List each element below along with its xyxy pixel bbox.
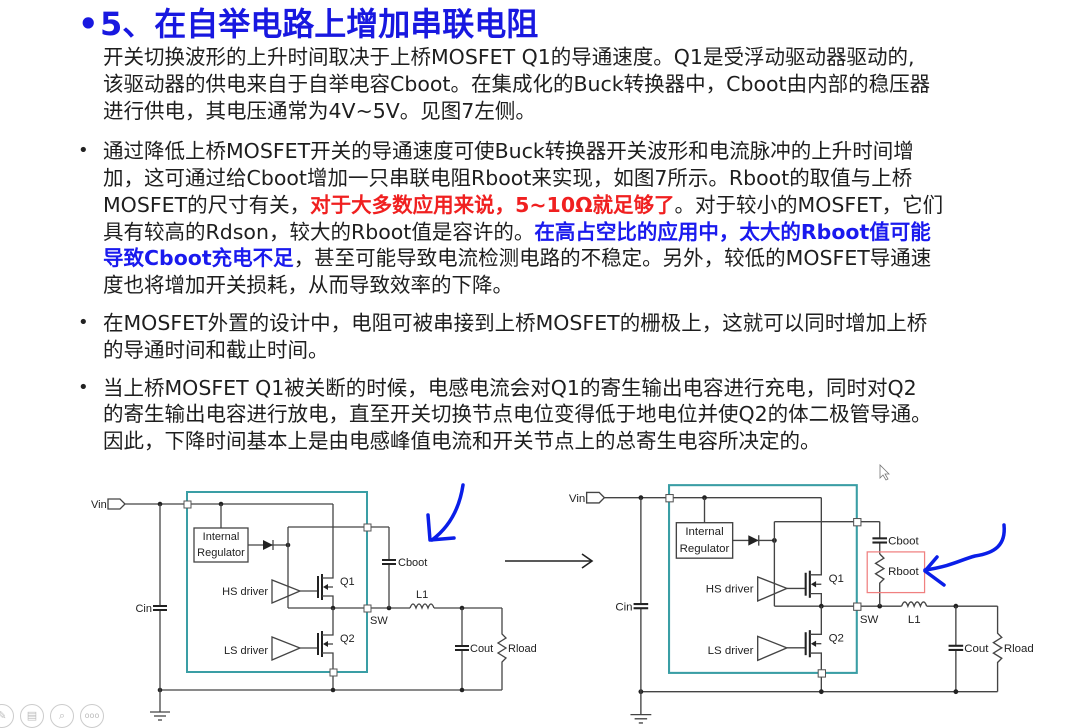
cin-label: Cin <box>135 603 152 615</box>
zoom-icon[interactable]: ⌕ <box>50 704 74 728</box>
slides-icon[interactable]: ▤ <box>20 704 44 728</box>
intro-line: 进行供电，其电压通常为4V~5V。见图7左侧。 <box>103 99 536 123</box>
bullet-line: MOSFET的尺寸有关，对于大多数应用来说，5~10Ω就足够了。对于较小的MOS… <box>103 192 943 218</box>
blue-highlight: 导致Cboot充电不足 <box>103 246 294 270</box>
bullet-line: 的导通时间和截止时间。 <box>103 338 329 362</box>
rload-label: Rload <box>508 643 537 655</box>
intro-line: 开关切换波形的上升时间取决于上桥MOSFET Q1的导通速度。Q1是受浮动驱动器… <box>103 45 915 69</box>
transition-arrow <box>505 553 594 569</box>
regulator-label: Regulator <box>680 543 730 555</box>
bullet-line: 导致Cboot充电不足，甚至可能导致电流检测电路的不稳定。另外，较低的MOSFE… <box>103 245 931 271</box>
bullet-line: 具有较高的Rdson，较大的Rboot值是容许的。在高占空比的应用中，太大的Rb… <box>103 219 931 245</box>
vin-label: Vin <box>91 499 107 511</box>
slide-title: •5、在自举电路上增加串联电阻 <box>78 4 538 44</box>
bullet-dot: • <box>78 140 89 161</box>
q2-label: Q2 <box>829 633 844 645</box>
title-text: 5、在自举电路上增加串联电阻 <box>100 5 539 43</box>
rboot-label: Rboot <box>888 566 919 578</box>
sw-label: SW <box>370 615 388 627</box>
hs-driver-label: HS driver <box>222 586 268 598</box>
bullet-line: 度也将增加开关损耗，从而导致效率的下降。 <box>103 273 513 297</box>
ls-driver-label: LS driver <box>224 645 268 657</box>
bullet-line: 在MOSFET外置的设计中，电阻可被串接到上桥MOSFET的栅极上，这就可以同时… <box>103 311 928 335</box>
bullet-dot: • <box>78 377 89 398</box>
cboot-label: Cboot <box>888 536 919 548</box>
cboot-label: Cboot <box>398 557 427 569</box>
text-run: MOSFET的尺寸有关， <box>103 193 311 217</box>
circuit-with-rboot: Vin Internal Regulator HS driver LS driv… <box>569 484 1034 725</box>
hs-driver-label: HS driver <box>706 584 754 596</box>
red-highlight: 对于大多数应用来说，5~10Ω就足够了 <box>310 193 675 217</box>
mouse-cursor-icon <box>879 464 890 481</box>
q1-label: Q1 <box>829 573 844 585</box>
vin-label: Vin <box>569 493 585 505</box>
bullet-line: 的寄生输出电容进行放电，直至开关切换节点电位变得低于地电位并使Q2的体二极管导通… <box>103 402 932 426</box>
regulator-label: Regulator <box>197 547 245 559</box>
intro-line: 该驱动器的供电来自于自举电容Cboot。在集成化的Buck转换器中，Cboot由… <box>103 72 931 96</box>
handdrawn-arrow-right <box>923 523 1006 587</box>
title-bullet: • <box>78 5 99 43</box>
bullet-dot: • <box>78 312 89 333</box>
q1-label: Q1 <box>340 576 355 588</box>
text-run: ，甚至可能导致电流检测电路的不稳定。另外，较低的MOSFET导通速 <box>293 246 932 270</box>
text-run: 具有较高的Rdson，较大的Rboot值是容许的。 <box>103 220 535 244</box>
cout-label: Cout <box>964 643 989 655</box>
more-icon[interactable]: ooo <box>80 704 104 728</box>
ls-driver-label: LS driver <box>708 645 754 657</box>
internal-label: Internal <box>685 526 723 538</box>
q2-label: Q2 <box>340 633 355 645</box>
sw-label: SW <box>860 614 879 626</box>
handdrawn-arrow-left <box>426 483 465 542</box>
bullet-line: 通过降低上桥MOSFET开关的导通速度可使Buck转换器开关波形和电流脉冲的上升… <box>103 139 914 163</box>
cout-label: Cout <box>470 643 493 655</box>
blue-highlight: 在高占空比的应用中，太大的Rboot值可能 <box>534 220 931 244</box>
l1-label: L1 <box>908 614 921 626</box>
circuit-original: Vin Internal Regulator HS driver LS driv… <box>91 491 537 721</box>
internal-label: Internal <box>203 531 240 543</box>
rload-label: Rload <box>1004 643 1034 655</box>
cin-label: Cin <box>615 601 632 613</box>
bullet-line: 因此，下降时间基本上是由电感峰值电流和开关节点上的总寄生电容所决定的。 <box>103 429 821 453</box>
bullet-line: 加，这可通过给Cboot增加一只串联电阻Rboot来实现，如图7所示。Rboot… <box>103 166 913 190</box>
text-run: 。对于较小的MOSFET，它们 <box>674 193 944 217</box>
bullet-line: 当上桥MOSFET Q1被关断的时候，电感电流会对Q1的寄生输出电容进行充电，同… <box>103 376 917 400</box>
l1-label: L1 <box>416 589 428 601</box>
